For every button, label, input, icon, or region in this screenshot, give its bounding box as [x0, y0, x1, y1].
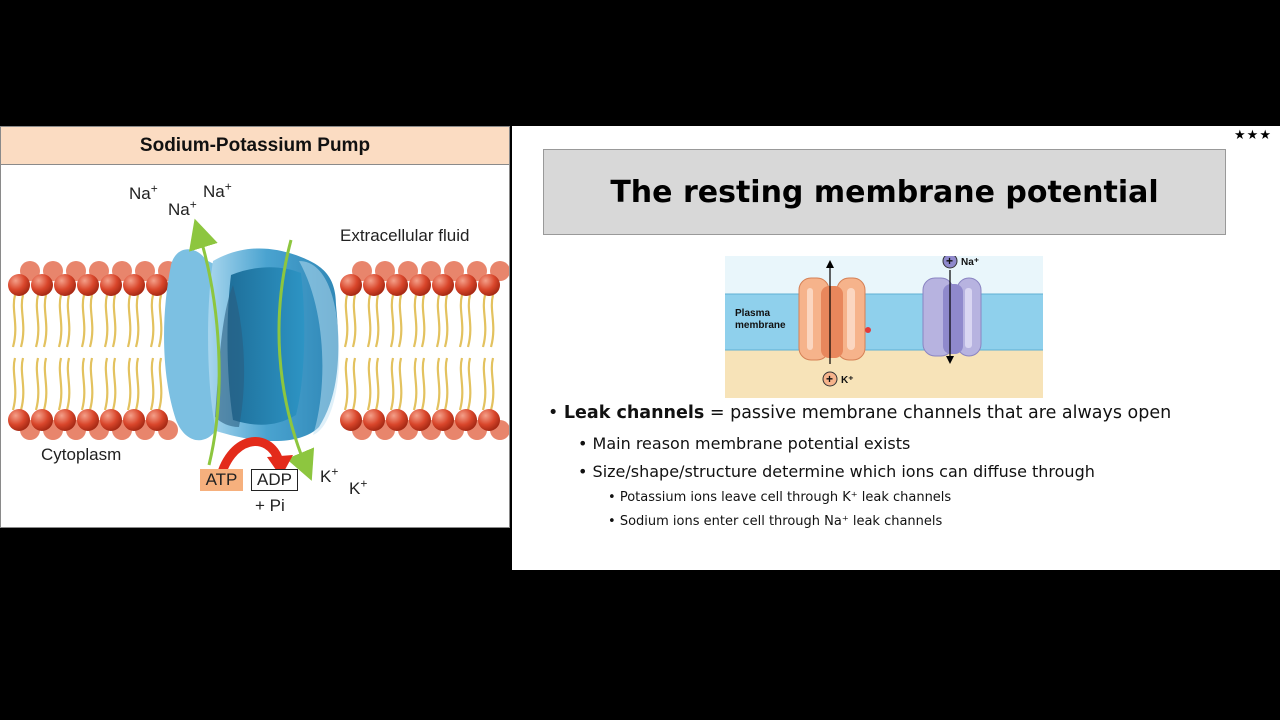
na-ion-label: Na⁺ [961, 257, 979, 268]
bullet-main-reason: • Main reason membrane potential exists [578, 434, 911, 453]
atp-hydrolysis-arrow [214, 437, 284, 485]
pump-diagram [8, 218, 509, 485]
phosphate-label: + Pi [255, 496, 285, 515]
phospholipid-head [77, 274, 99, 296]
slide-title: The resting membrane potential [610, 175, 1159, 210]
plasma-membrane-label-1: Plasma [735, 308, 770, 319]
bullet-size-shape: • Size/shape/structure determine which i… [578, 462, 1095, 481]
na-ion-label-1: Na+ [129, 181, 158, 203]
phospholipid-head [340, 274, 362, 296]
phospholipid-head [432, 409, 454, 431]
phospholipid-head [478, 409, 500, 431]
phospholipid-head [455, 409, 477, 431]
na-ion-label-3: Na+ [203, 179, 232, 201]
phospholipid-head [409, 274, 431, 296]
k-ion-label-2: K+ [349, 476, 368, 498]
phospholipid-head [123, 274, 145, 296]
phospholipid-head [146, 274, 168, 296]
phospholipid-head [146, 409, 168, 431]
phospholipid-head [100, 409, 122, 431]
phospholipid-head [123, 409, 145, 431]
lipid-bilayer [8, 261, 509, 440]
slide: ★★★ The resting membrane potential [512, 126, 1280, 570]
phospholipid-head [386, 274, 408, 296]
difficulty-stars: ★★★ [1234, 127, 1272, 142]
sodium-leak-channel [922, 277, 982, 357]
phospholipid-head [8, 274, 30, 296]
phospholipid-head [77, 409, 99, 431]
na-ion-label-2: Na+ [168, 197, 197, 219]
svg-text:+: + [946, 256, 953, 268]
slide-title-box: The resting membrane potential [543, 149, 1226, 235]
phospholipid-head [31, 274, 53, 296]
sodium-exit-arrow [189, 218, 221, 466]
phospholipid-head [386, 409, 408, 431]
phospholipid-head [8, 409, 30, 431]
phospholipid-head [363, 409, 385, 431]
potassium-entry-arrow [277, 239, 315, 481]
phospholipid-head [455, 274, 477, 296]
k-ion-label: K⁺ [841, 375, 854, 386]
cytoplasm-label: Cytoplasm [41, 445, 122, 464]
sodium-ion-icon [942, 256, 958, 269]
phospholipid-head [432, 274, 454, 296]
phospholipid-head [31, 409, 53, 431]
phospholipid-head [478, 274, 500, 296]
phospholipid-head [54, 274, 76, 296]
potassium-ion-icon [822, 371, 838, 387]
pump-protein [164, 248, 340, 442]
figure-title: Sodium-Potassium Pump [1, 127, 509, 165]
svg-text:+: + [826, 372, 833, 386]
sodium-potassium-pump-figure: Sodium-Potassium Pump [0, 126, 510, 528]
phospholipid-head [340, 409, 362, 431]
adp-label: ADP [251, 469, 298, 491]
phospholipid-head [54, 409, 76, 431]
bullet-potassium: • Potassium ions leave cell through K⁺ l… [608, 490, 952, 505]
atp-label: ATP [200, 469, 243, 491]
plasma-membrane-label-2: membrane [735, 320, 786, 331]
phospholipid-head [100, 274, 122, 296]
phospholipid-head [363, 274, 385, 296]
extracellular-fluid-label: Extracellular fluid [340, 226, 470, 245]
bullet-leak-channels: • Leak channels = passive membrane chann… [548, 403, 1172, 423]
k-ion-label-1: K+ [320, 464, 339, 486]
phospholipid-head [409, 409, 431, 431]
bullet-sodium: • Sodium ions enter cell through Na⁺ lea… [608, 514, 943, 529]
potassium-leak-channel [798, 277, 866, 361]
leak-channel-figure: + Na⁺ + K⁺ Plasma membrane [725, 256, 1043, 398]
